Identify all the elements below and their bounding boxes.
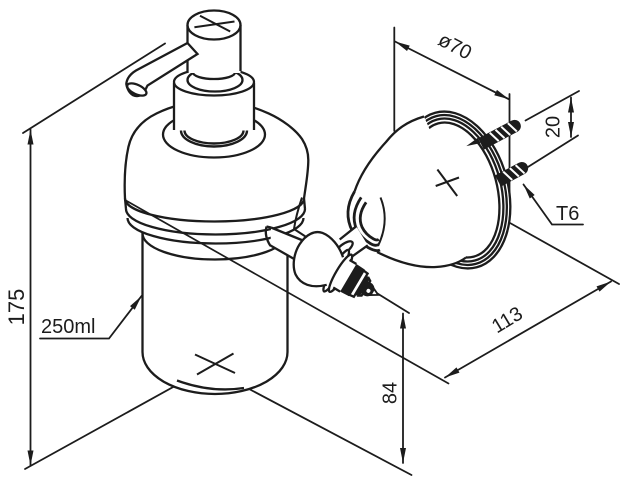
svg-text:84: 84	[380, 382, 402, 404]
svg-text:250ml: 250ml	[41, 316, 95, 338]
svg-text:20: 20	[543, 116, 565, 138]
svg-text:T6: T6	[556, 203, 579, 225]
svg-text:ø70: ø70	[434, 29, 475, 64]
svg-text:175: 175	[4, 289, 29, 326]
